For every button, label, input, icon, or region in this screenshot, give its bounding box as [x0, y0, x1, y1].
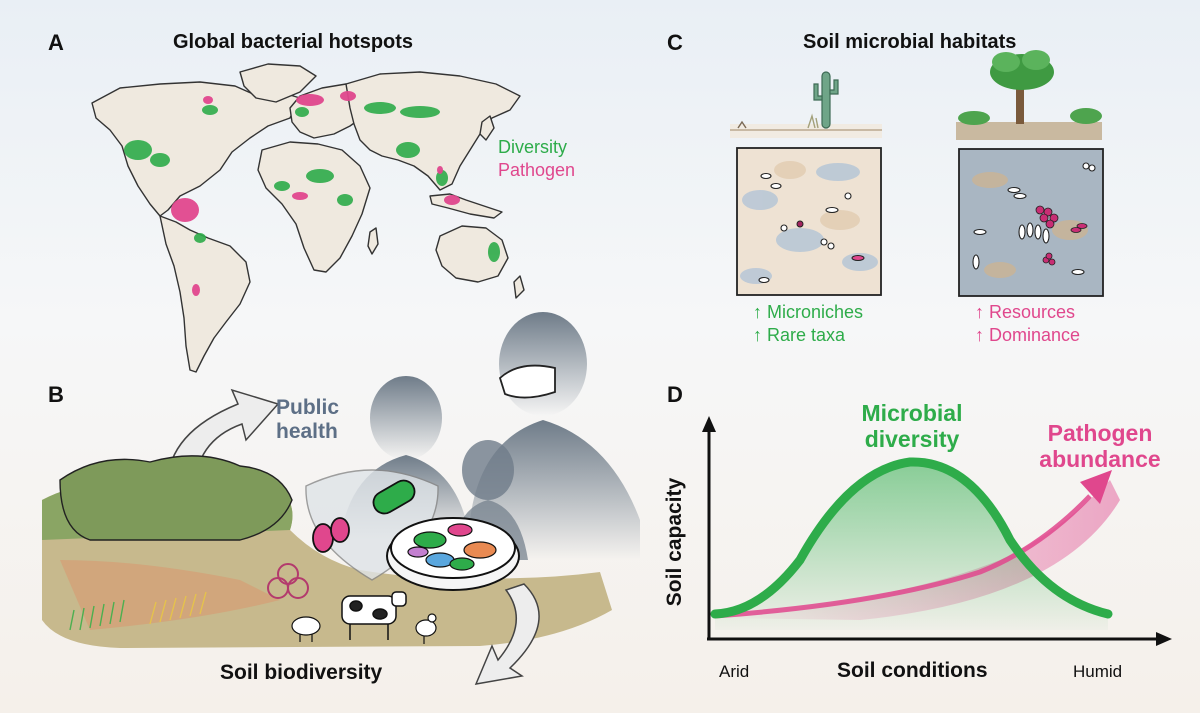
panel-d-letter: D: [667, 382, 683, 407]
biohazard-icon: [267, 563, 309, 599]
y-axis-arrow: [702, 416, 716, 432]
sheep-icon: [291, 616, 321, 642]
pathogen-curve: [714, 494, 1092, 619]
x-axis-end-label: Humid: [1073, 662, 1123, 681]
cactus-icon: [813, 71, 839, 129]
diversity-curve: [710, 457, 1113, 619]
soil-biodiversity-label: Soil biodiversity: [220, 661, 383, 684]
humid-label-resources: ↑ Resources: [975, 302, 1076, 322]
y-axis-label: Soil capacity: [663, 477, 686, 607]
x-axis-label: Soil conditions: [837, 659, 988, 682]
petri-dish-icon: [386, 517, 520, 591]
panel-b-letter: B: [48, 382, 64, 407]
pathogen-arrow-head: [1080, 470, 1112, 504]
tree-icon: [990, 50, 1054, 124]
public-health-line-1: Public: [276, 396, 340, 419]
panel-a-letter: A: [48, 30, 64, 55]
diversity-label-line-2: diversity: [864, 426, 960, 452]
legend-pathogen: Pathogen: [498, 160, 576, 180]
panel-c-title: Soil microbial habitats: [803, 31, 1017, 53]
x-axis-start-label: Arid: [719, 662, 750, 681]
legend-diversity: Diversity: [498, 137, 568, 157]
panel-c-letter: C: [667, 30, 683, 55]
pathogen-label-line-2: abundance: [1039, 446, 1161, 472]
public-health-line-2: health: [276, 420, 338, 443]
arid-label-rare-taxa: ↑ Rare taxa: [753, 325, 846, 345]
diversity-label: Microbial diversity: [842, 400, 982, 452]
cow-icon: [341, 591, 407, 640]
x-axis-arrow: [1156, 632, 1172, 646]
arid-label-microniches: ↑ Microniches: [753, 302, 864, 322]
humid-label-dominance: ↑ Dominance: [975, 325, 1081, 345]
pathogen-label: Pathogen abundance: [1030, 420, 1170, 472]
panel-a-title: Global bacterial hotspots: [173, 31, 414, 53]
pathogen-label-line-1: Pathogen: [1047, 420, 1153, 446]
arrow-curved-down-icon: [474, 583, 540, 685]
diversity-label-line-1: Microbial: [861, 400, 963, 426]
chicken-icon: [415, 613, 437, 644]
